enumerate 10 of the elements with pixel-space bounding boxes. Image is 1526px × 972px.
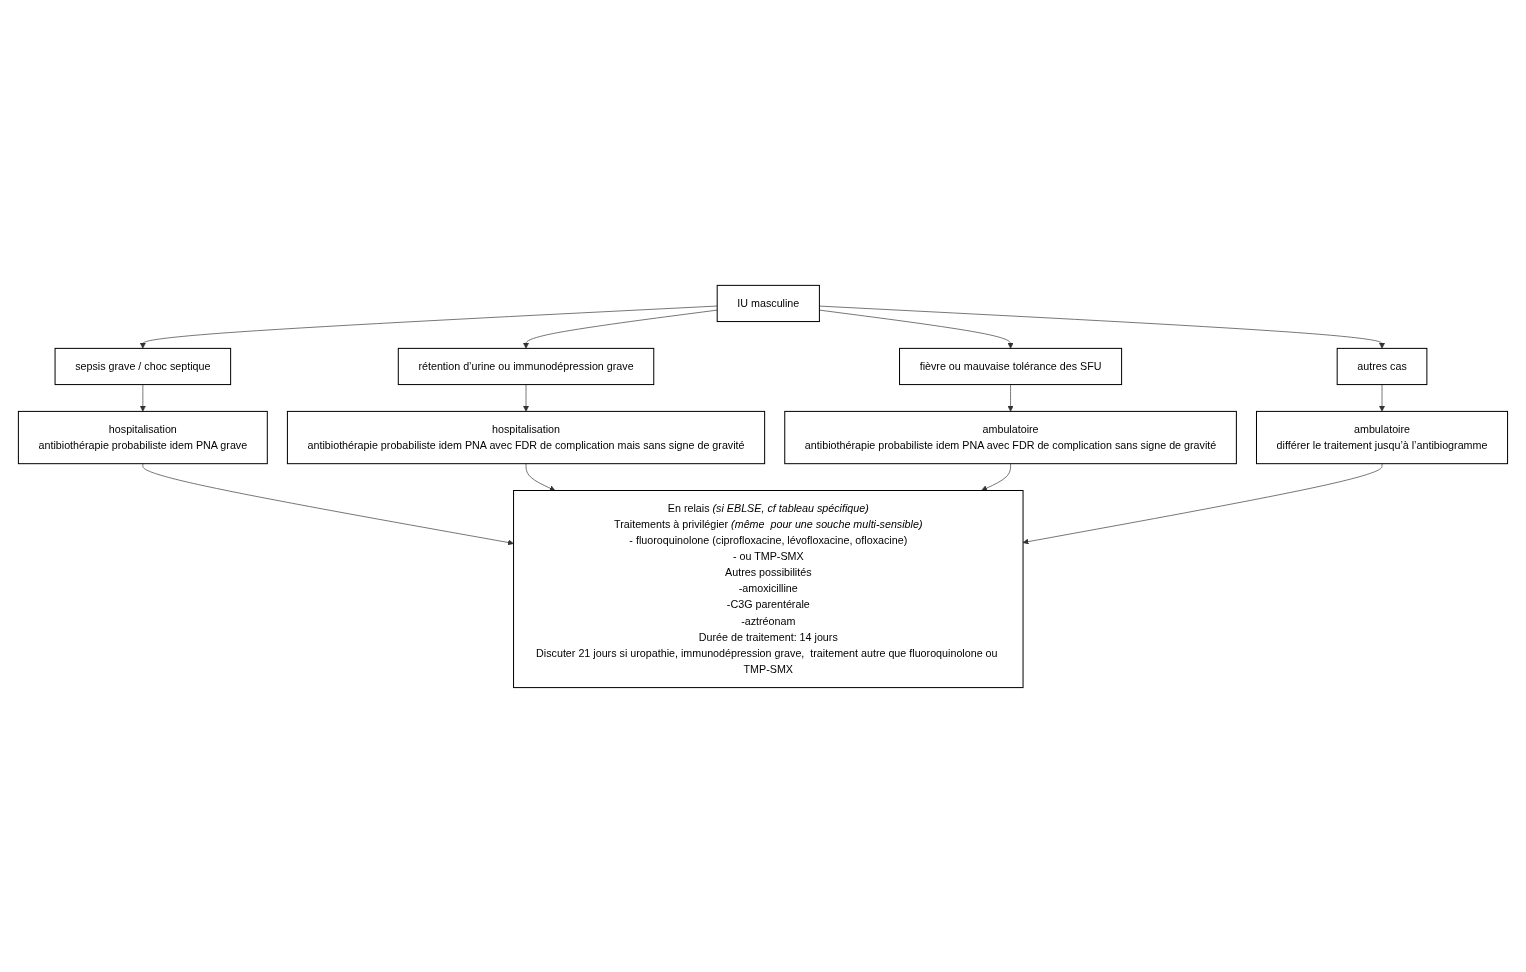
node-box: hospitalisation antibiothérapie probabiliste idem PNA avec FDR de complication mais sans signe de gravité — [286, 410, 766, 464]
node-box: rétention d’urine ou immunodépression grave — [397, 347, 655, 385]
node-box: fièvre ou mauvaise tolérance des SFU — [899, 347, 1123, 385]
node-box: IU masculine — [716, 284, 820, 322]
node-box: ambulatoire différer le traitement jusqu’à l’antibiogramme — [1256, 410, 1509, 464]
node-box: autres cas — [1336, 347, 1428, 385]
node-box: ambulatoire antibiothérapie probabiliste idem PNA avec FDR de complication sans signe de gravité — [784, 410, 1237, 464]
node-box: hospitalisation antibiothérapie probabiliste idem PNA grave — [17, 410, 268, 464]
node-box: En relais (si EBLSE, cf tableau spécifique) Traitements à privilégier (même pour une souche multi-sensible) - fluoroquinolone (ciprofloxacine, lévofloxacine, ofloxacine) - ou TMP-SMX Autres possibilités -amoxicilline -C3G parentérale -aztréonam Durée de traitement: 14 jours Discuter 21 jours si uropathie, immunodépression grave, traitement autre que fluoroquinolone ou TMP-SMX — [513, 489, 1024, 688]
node-box: sepsis grave / choc septique — [54, 347, 232, 385]
